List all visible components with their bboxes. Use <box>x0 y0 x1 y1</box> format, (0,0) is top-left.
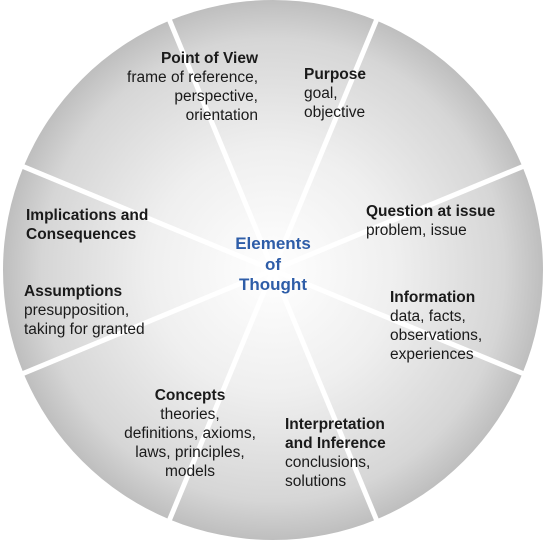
assumptions-line1: presupposition, <box>24 301 130 319</box>
segment-question-at-issue: Question at issue problem, issue <box>366 203 526 241</box>
information-line1: data, facts, <box>390 307 466 325</box>
concepts-line4: models <box>165 462 215 480</box>
segment-information: Information data, facts, observations, e… <box>390 289 530 365</box>
purpose-line1: goal, <box>304 84 338 102</box>
information-title: Information <box>390 289 476 306</box>
question-title: Question at issue <box>366 203 496 220</box>
segment-dividers <box>20 17 526 523</box>
segment-concepts: Concepts theories, definitions, axioms, … <box>105 387 275 482</box>
segment-purpose: Purpose goal, objective <box>304 66 424 123</box>
segment-divider-4 <box>272 267 526 377</box>
segment-divider-5 <box>270 269 380 523</box>
concepts-line1: theories, <box>160 405 220 423</box>
segment-divider-2 <box>270 17 380 271</box>
implications-title-line2: Consequences <box>26 225 137 243</box>
concepts-line2: definitions, axioms, <box>124 424 256 442</box>
point-of-view-line2: perspective, <box>174 87 258 105</box>
segment-interpretation: Interpretation and Inference conclusions… <box>285 416 425 492</box>
question-line1: problem, issue <box>366 221 467 239</box>
implications-title-line1: Implications and <box>26 207 149 224</box>
segment-divider-3 <box>272 163 526 273</box>
assumptions-line2: taking for granted <box>24 320 145 338</box>
concepts-title: Concepts <box>154 387 226 404</box>
segment-divider-6 <box>166 269 276 523</box>
point-of-view-line3: orientation <box>185 106 258 124</box>
interpretation-line1: conclusions, <box>285 453 371 471</box>
interpretation-title-line1: Interpretation <box>285 416 385 433</box>
information-line2: observations, <box>390 326 483 344</box>
interpretation-title-line2: and Inference <box>285 434 386 452</box>
segment-implications: Implications and Consequences <box>26 207 196 245</box>
point-of-view-line1: frame of reference, <box>127 68 258 86</box>
center-title: Elements of Thought <box>198 234 348 296</box>
center-title-line3: Thought <box>239 275 307 295</box>
concepts-line3: laws, principles, <box>135 443 245 461</box>
segment-divider-1 <box>166 17 276 271</box>
point-of-view-title: Point of View <box>160 50 258 67</box>
information-line3: experiences <box>390 345 474 363</box>
segment-divider-8 <box>20 163 274 273</box>
interpretation-line2: solutions <box>285 472 347 490</box>
segment-divider-7 <box>20 267 274 377</box>
segment-point-of-view: Point of View frame of reference, perspe… <box>86 50 258 126</box>
center-title-line2: of <box>264 254 282 274</box>
assumptions-title: Assumptions <box>24 283 123 300</box>
purpose-line2: objective <box>304 103 366 121</box>
purpose-title: Purpose <box>304 66 367 83</box>
segment-assumptions: Assumptions presupposition, taking for g… <box>24 283 194 340</box>
center-title-line1: Elements <box>235 234 311 253</box>
